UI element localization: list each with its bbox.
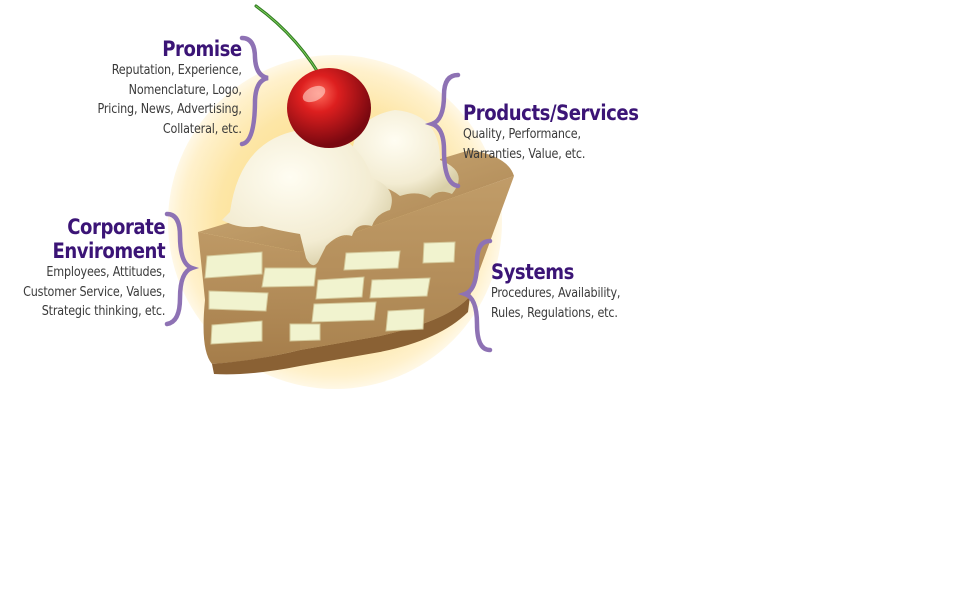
systems-section: Systems Procedures, Availability, Rules,… — [491, 260, 641, 323]
promise-section: Promise Reputation, Experience, Nomencla… — [74, 37, 243, 139]
promise-title: Promise — [162, 37, 242, 61]
corporate-line: Employees, Attitudes, — [46, 265, 165, 280]
promise-line: Nomenclature, Logo, — [128, 82, 242, 98]
pie-filling — [204, 241, 456, 345]
corporate-line: Customer Service, Values, — [22, 284, 165, 300]
corporate-title-line: Corporate — [66, 215, 165, 239]
promise-line: Reputation, Experience, — [111, 63, 242, 78]
ice-cream-scoops — [222, 110, 459, 266]
products-title: Products/Services — [463, 101, 639, 125]
cherry-icon — [254, 4, 371, 148]
products-line: Quality, Performance, — [463, 127, 581, 142]
products-line: Warranties, Value, etc. — [463, 146, 586, 162]
promise-line: Collateral, etc. — [163, 121, 242, 137]
corporate-title-line: Enviroment — [52, 239, 165, 263]
products-section: Products/Services Quality, Performance, … — [463, 101, 667, 164]
systems-line: Procedures, Availability, — [491, 286, 621, 301]
systems-title: Systems — [491, 260, 574, 284]
systems-line: Rules, Regulations, etc. — [491, 305, 618, 321]
corporate-section: Corporate Enviroment Employees, Attitude… — [0, 215, 166, 322]
promise-line: Pricing, News, Advertising, — [97, 102, 242, 117]
corporate-line: Strategic thinking, etc. — [41, 304, 166, 319]
curly-brace-icon — [164, 35, 493, 353]
